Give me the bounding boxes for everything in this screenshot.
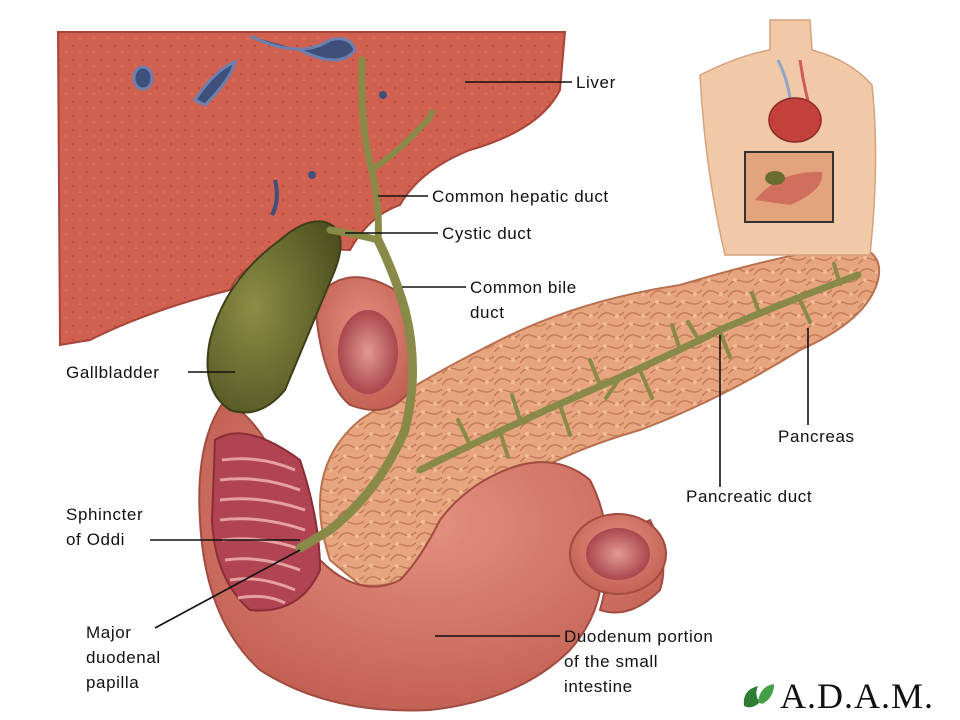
- label-cystic-duct: Cystic duct: [442, 224, 532, 243]
- liver-vessel: [249, 34, 357, 62]
- liver-vessel: [308, 171, 316, 179]
- label-liver: Liver: [576, 73, 616, 92]
- label-pancreatic-duct: Pancreatic duct: [686, 487, 813, 506]
- adam-logo: A.D.A.M.: [780, 676, 935, 716]
- label-gallbladder: Gallbladder: [66, 363, 160, 382]
- liver-vessel: [270, 179, 279, 216]
- liver-vessel: [379, 91, 387, 99]
- leaf-logo-icon: [743, 684, 774, 708]
- label-duodenum: Duodenum portion of the small intestine: [564, 627, 714, 696]
- label-pancreas: Pancreas: [778, 427, 855, 446]
- liver-vessel: [132, 65, 154, 91]
- body-inset: [699, 19, 877, 256]
- leader-lines: [150, 81, 809, 637]
- label-common-bile-duct: Common bile duct: [470, 278, 577, 322]
- biliary-ducts: [295, 56, 862, 553]
- label-common-hepatic-duct: Common hepatic duct: [432, 187, 609, 206]
- duodenum-upper-lumen: [338, 310, 398, 394]
- duodenum-shape: [198, 398, 665, 712]
- duodenum-lumen: [586, 528, 650, 580]
- gallbladder-shape: [206, 220, 342, 414]
- label-sphincter-of-oddi: Sphincter of Oddi: [66, 505, 144, 549]
- liver-vessel: [192, 59, 238, 107]
- label-major-duodenal-papilla: Major duodenal papilla: [86, 623, 161, 692]
